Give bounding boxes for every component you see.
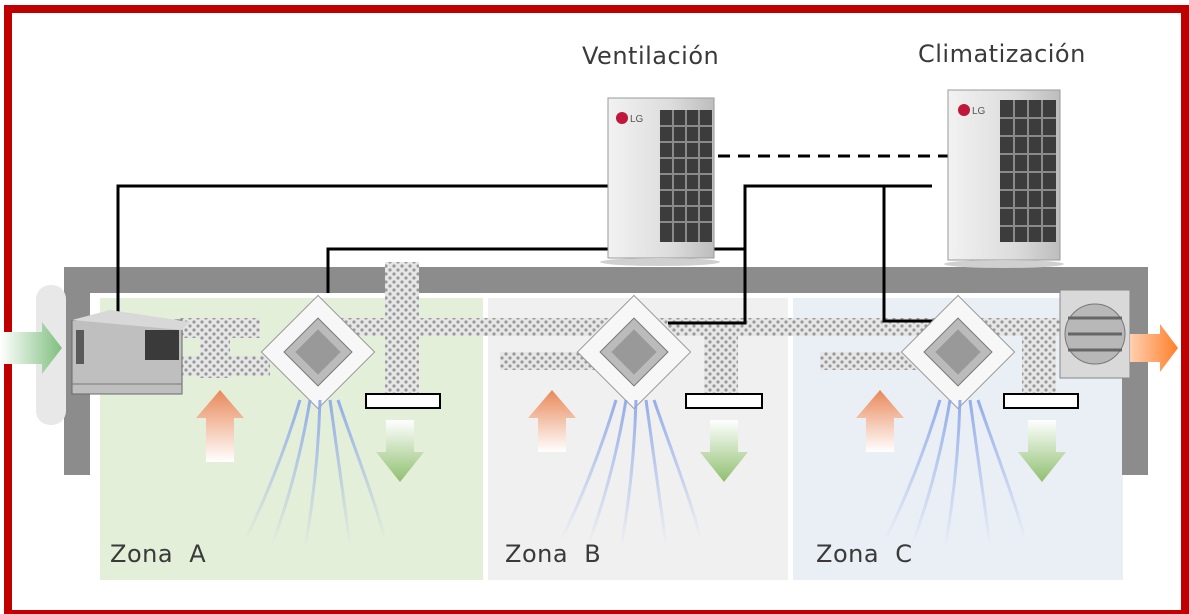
air-handling-unit [71, 310, 190, 395]
climatization-title: Climatización [918, 40, 1086, 68]
return-arrow-a [376, 420, 424, 482]
return-arrow-c [1018, 420, 1066, 482]
cold-air-streams [243, 399, 1027, 549]
fresh-air-inlet-arrow [0, 322, 62, 374]
supply-arrow-c [856, 390, 904, 452]
return-arrow-b [700, 420, 748, 482]
return-grille-c [1003, 393, 1079, 409]
supply-arrow-b [528, 390, 576, 452]
ventilation-ducts [180, 262, 1090, 400]
red-border [4, 5, 1189, 614]
exhaust-air-arrow [1130, 324, 1178, 372]
outdoor-unit-ventilation: LG [600, 97, 720, 266]
connection-lines [116, 154, 950, 325]
lg-logo-text: LG [630, 114, 644, 125]
return-grille-b [685, 393, 763, 409]
svg-text:LG: LG [972, 106, 986, 117]
cassette-unit-a [260, 294, 376, 410]
outdoor-unit-climatization: LG [944, 89, 1064, 268]
ventilation-title: Ventilación [582, 42, 720, 70]
return-grille-a [365, 393, 441, 409]
cassette-unit-b [576, 294, 692, 410]
zone-a-label: Zona A [110, 540, 207, 568]
cassette-unit-c [900, 294, 1016, 410]
supply-arrow-a [196, 390, 244, 462]
zone-c-label: Zona C [816, 540, 913, 568]
zone-b-label: Zona B [505, 540, 602, 568]
exhaust-fan [1059, 289, 1131, 379]
